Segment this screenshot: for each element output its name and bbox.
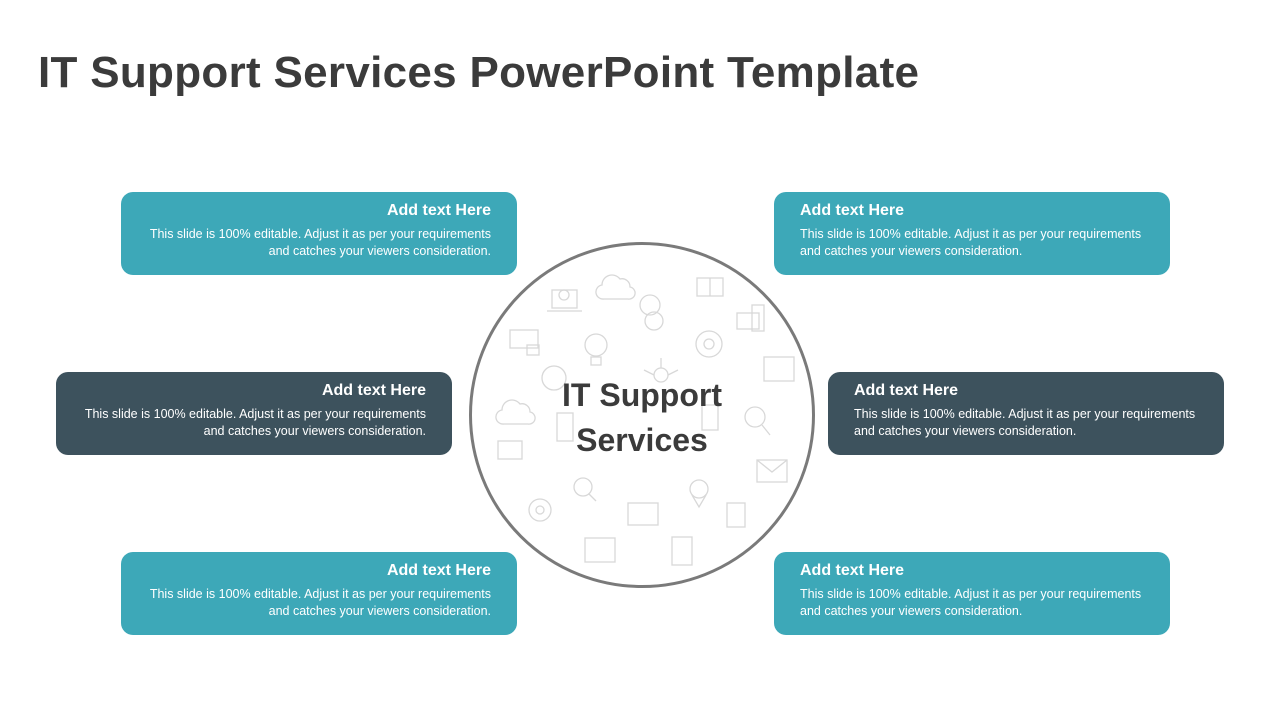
mobile-icon bbox=[556, 412, 574, 442]
text-box-middle-right: Add text Here This slide is 100% editabl… bbox=[828, 372, 1224, 455]
text-box-bottom-right: Add text Here This slide is 100% editabl… bbox=[774, 552, 1170, 635]
box-body: This slide is 100% editable. Adjust it a… bbox=[149, 227, 491, 258]
box-body: This slide is 100% editable. Adjust it a… bbox=[800, 587, 1142, 618]
text-box-middle-left: Add text Here This slide is 100% editabl… bbox=[56, 372, 452, 455]
box-body: This slide is 100% editable. Adjust it a… bbox=[84, 407, 426, 438]
calendar-icon bbox=[584, 537, 616, 563]
box-heading: Add text Here bbox=[854, 382, 959, 399]
gear-icon bbox=[695, 330, 723, 358]
box-body: This slide is 100% editable. Adjust it a… bbox=[854, 407, 1196, 438]
box-heading: Add text Here bbox=[386, 562, 491, 579]
lightbulb-icon bbox=[584, 333, 608, 366]
center-title-line2: Services bbox=[576, 422, 708, 458]
search-globe-icon bbox=[744, 406, 771, 436]
search-eye-icon bbox=[573, 477, 597, 502]
box-heading: Add text Here bbox=[800, 202, 905, 219]
text-box-bottom-left: Add text Here This slide is 100% editabl… bbox=[121, 552, 517, 635]
tablet-icon bbox=[701, 404, 719, 431]
text-box-top-left: Add text Here This slide is 100% editabl… bbox=[121, 192, 517, 275]
document-code-icon bbox=[726, 502, 746, 528]
analytics-icon bbox=[497, 440, 523, 460]
sitemap-icon bbox=[627, 502, 659, 526]
box-heading: Add text Here bbox=[800, 562, 905, 579]
target-icon bbox=[528, 498, 552, 522]
browser-video-icon bbox=[509, 329, 540, 356]
it-icons-background bbox=[495, 274, 795, 566]
center-title-line1: IT Support bbox=[562, 377, 722, 413]
box-heading: Add text Here bbox=[321, 382, 426, 399]
book-icon bbox=[696, 277, 724, 297]
email-icon bbox=[756, 459, 788, 483]
location-icon bbox=[689, 479, 709, 509]
devices-icon bbox=[736, 304, 765, 332]
center-circle: IT Support Services bbox=[469, 242, 815, 588]
box-body: This slide is 100% editable. Adjust it a… bbox=[149, 587, 491, 618]
network-icon bbox=[643, 358, 679, 383]
laptop-icon bbox=[547, 289, 582, 312]
cloud-gear-icon bbox=[495, 399, 536, 425]
globe-gear-icon bbox=[541, 365, 567, 391]
slide-title: IT Support Services PowerPoint Template bbox=[38, 48, 920, 97]
text-box-top-right: Add text Here This slide is 100% editabl… bbox=[774, 192, 1170, 275]
box-heading: Add text Here bbox=[386, 202, 491, 219]
file-gear-icon bbox=[671, 536, 693, 566]
box-body: This slide is 100% editable. Adjust it a… bbox=[800, 227, 1142, 258]
chat-icon bbox=[639, 294, 664, 331]
code-window-icon bbox=[763, 356, 795, 382]
cloud-icon bbox=[595, 274, 636, 300]
center-title: IT Support Services bbox=[472, 373, 812, 463]
